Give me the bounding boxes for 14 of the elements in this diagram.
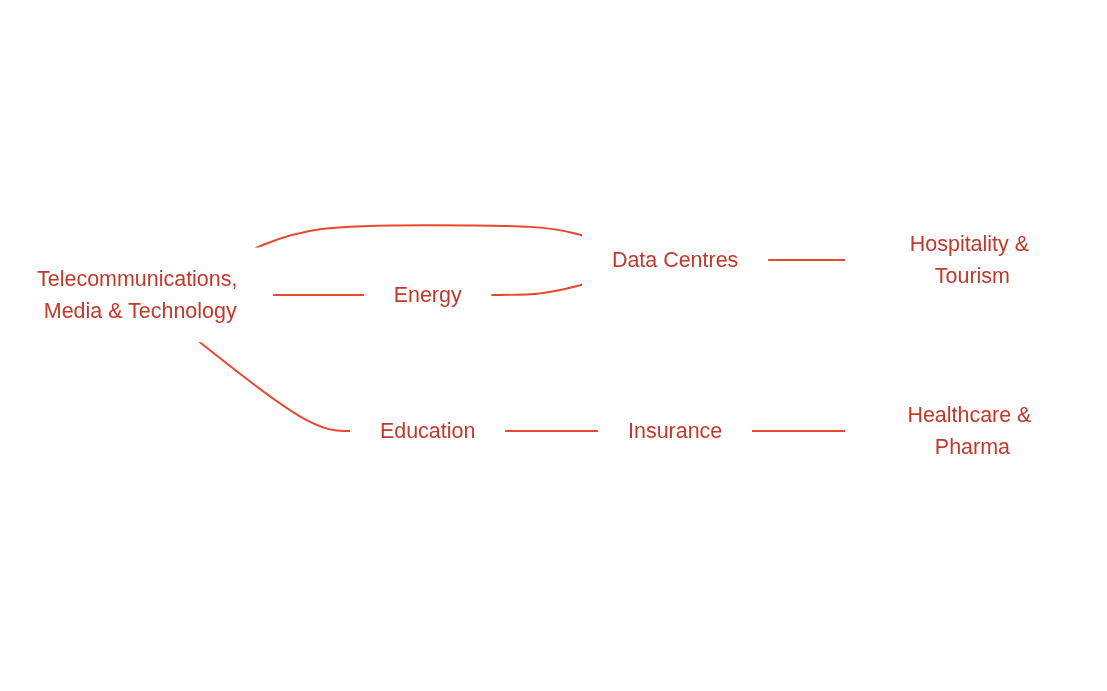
connector: [271, 293, 366, 296]
node-text: Data Centres: [611, 247, 739, 273]
connector: [489, 283, 584, 296]
connector: [198, 340, 352, 432]
node-text: Hospitality & Tourism: [909, 231, 1030, 289]
node-text: Telecommunications, Media & Technology: [37, 266, 238, 324]
node-text: Education: [379, 418, 476, 444]
connector: [503, 430, 600, 432]
connector: [254, 224, 584, 250]
connector: [766, 259, 847, 261]
node-text: Healthcare & Pharma: [907, 402, 1032, 460]
connector: [750, 430, 847, 432]
node-text: Insurance: [628, 418, 723, 444]
node-text: Energy: [393, 282, 462, 308]
